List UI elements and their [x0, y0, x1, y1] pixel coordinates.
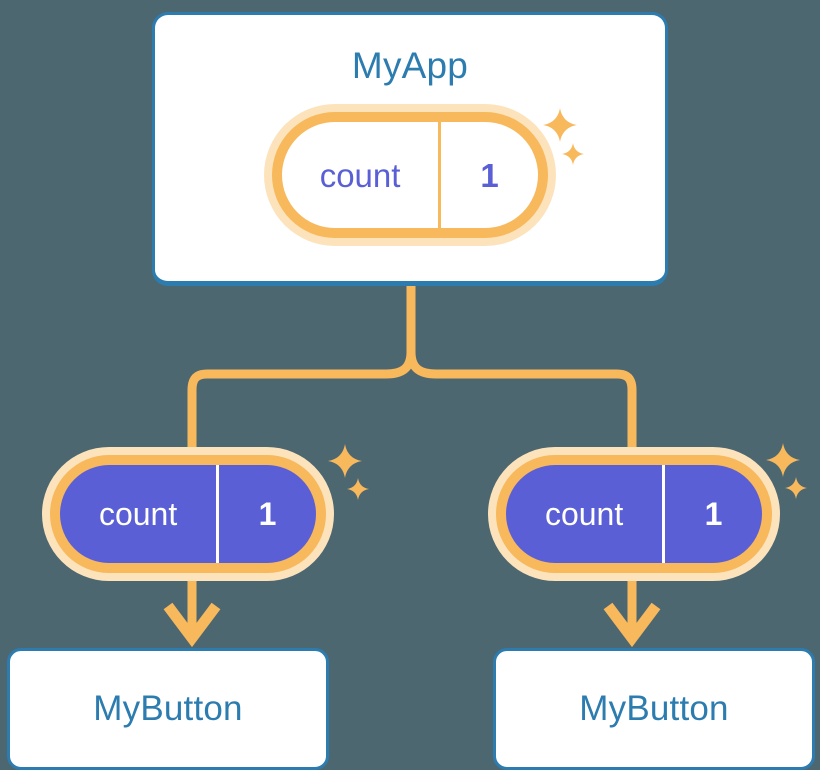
page-title: MyApp	[351, 45, 469, 86]
state-key-label: count	[319, 156, 401, 194]
arrow-down-icon	[163, 602, 221, 648]
sparkle-icon	[766, 443, 800, 477]
component-card-mybutton-left[interactable]: MyButton	[7, 648, 329, 770]
sparkle-icon	[562, 143, 584, 165]
state-key-label: count	[98, 496, 178, 532]
sparkle-icon	[347, 478, 369, 500]
state-value-label: 1	[662, 465, 762, 563]
pill-body: count 1	[282, 122, 538, 228]
pill-body: count 1	[60, 465, 316, 563]
component-card-mybutton-right[interactable]: MyButton	[493, 648, 815, 770]
state-value-label: 1	[216, 465, 316, 563]
sparkle-icon	[543, 108, 577, 142]
state-pill-child-1[interactable]: count 1	[42, 447, 334, 581]
state-pill-root[interactable]: count 1	[264, 104, 556, 246]
state-value-label: 1	[438, 122, 538, 228]
arrow-down-icon	[603, 602, 661, 648]
branch-connector-icon	[187, 286, 637, 452]
component-label: MyButton	[93, 689, 243, 728]
sparkle-icon	[328, 444, 362, 478]
state-pill-child-2[interactable]: count 1	[488, 447, 780, 581]
sparkle-icon	[785, 477, 807, 499]
state-key-label: count	[544, 496, 624, 532]
pill-body: count 1	[506, 465, 762, 563]
component-label: MyButton	[579, 689, 729, 728]
